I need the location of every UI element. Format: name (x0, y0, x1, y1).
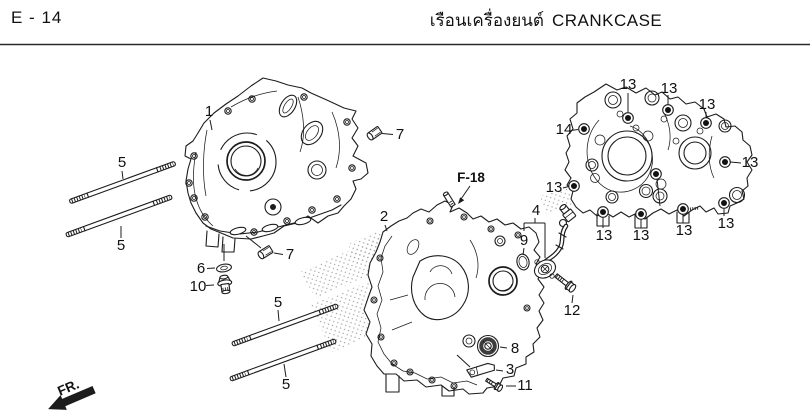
leader-lines (120, 93, 742, 387)
dowel-pin-bottom (257, 245, 274, 260)
front-direction-arrow (48, 385, 96, 410)
part-label-7: 7 (286, 246, 294, 263)
page-title-thai: เรือนเครื่องยนต์ (429, 11, 544, 30)
stud-bolt (69, 161, 176, 204)
part-label-13: 13 (633, 227, 650, 244)
part-label-13: 13 (661, 80, 678, 97)
oil-seal (476, 334, 500, 358)
page-code: E - 14 (11, 8, 63, 27)
part-label-12: 12 (564, 302, 581, 319)
dowel-pin-top (366, 126, 383, 141)
stud-bolt (65, 194, 173, 238)
part-label-14: 14 (556, 121, 573, 138)
page-title-english: CRANKCASE (551, 11, 663, 30)
part-label-8: 8 (511, 340, 519, 357)
part-label-5: 5 (118, 154, 126, 171)
part-label-5: 5 (117, 237, 125, 254)
stud-bolt (229, 338, 337, 382)
part-label-13: 13 (596, 227, 613, 244)
part-label-13: 13 (676, 222, 693, 239)
part-label-13: 13 (620, 76, 637, 93)
part-label-11: 11 (517, 377, 533, 394)
sealing-washer (216, 263, 232, 273)
part-label-5: 5 (274, 294, 282, 311)
part-label-9: 9 (520, 232, 528, 249)
cylinder-stud (442, 191, 456, 208)
part-label-5: 5 (282, 376, 290, 393)
callout-labels: 1 5 5 5 5 7 7 6 10 2 F-18 4 9 12 8 3 11 … (55, 76, 758, 399)
bolt-holes-right-case (370, 213, 531, 390)
bolt-holes-left-case (185, 93, 356, 236)
flange-bolt-11 (485, 377, 504, 392)
page-title: เรือนเครื่องยนต์ CRANKCASE (405, 7, 687, 34)
oil-pipe-assembly (533, 203, 577, 279)
part-label-7: 7 (396, 126, 404, 143)
reference-label-f18: F-18 (457, 170, 485, 185)
part-label-10: 10 (190, 278, 207, 295)
crankcase-right-half (363, 191, 545, 397)
o-ring (516, 253, 530, 271)
f18-reference-arrow (458, 185, 471, 204)
part-label-3: 3 (506, 361, 514, 378)
stud-bolt (231, 303, 339, 347)
part-label-13: 13 (742, 154, 759, 171)
oil-drain-bolt (217, 274, 233, 295)
part-label-1: 1 (205, 103, 213, 120)
gasket-bolt-hole-markers (568, 104, 731, 220)
part-label-13: 13 (718, 215, 735, 232)
part-label-6: 6 (197, 260, 205, 277)
part-label-4: 4 (532, 202, 540, 219)
part-label-13: 13 (546, 179, 563, 196)
crankcase-left-half (184, 77, 369, 253)
setting-plate (466, 362, 495, 378)
part-label-13: 13 (699, 96, 716, 113)
flange-bolt-12 (554, 273, 577, 293)
part-label-2: 2 (380, 208, 388, 225)
